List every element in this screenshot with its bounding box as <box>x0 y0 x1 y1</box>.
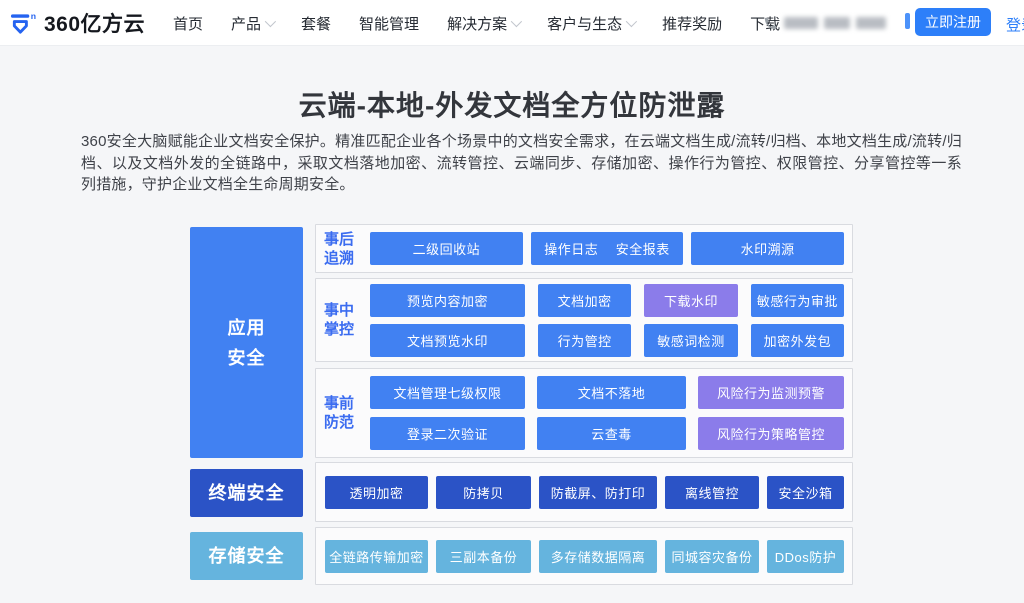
feature-box: 登录二次验证 <box>370 417 525 450</box>
section-in-process-control: 事中 掌控 预览内容加密 文档加密 下载水印 敏感行为审批 文档预览水印 行为管… <box>315 278 853 362</box>
feature-box-grid: 预览内容加密 文档加密 下载水印 敏感行为审批 文档预览水印 行为管控 敏感词检… <box>370 283 844 357</box>
feature-box-grid: 文档管理七级权限 文档不落地 风险行为监测预警 登录二次验证 云查毒 风险行为策… <box>370 376 844 450</box>
chevron-down-icon <box>625 15 638 28</box>
menu-item-products[interactable]: 产品 <box>231 13 277 34</box>
feature-box: 二级回收站 <box>370 232 523 265</box>
feature-box: 文档管理七级权限 <box>370 376 525 409</box>
chevron-down-icon <box>510 15 523 28</box>
decorative-blue-tick <box>905 13 910 29</box>
menu-label: 套餐 <box>301 15 332 33</box>
top-navbar: n 360亿方云 首页 产品 套餐 智能管理 解决方案 <box>0 0 1024 46</box>
section-label: 事中 掌控 <box>324 302 355 338</box>
svg-text:n: n <box>31 11 36 21</box>
blurred-phone-number-segment <box>856 17 886 29</box>
feature-box: 防截屏、防打印 <box>539 475 657 509</box>
feature-box: 敏感词检测 <box>644 323 738 357</box>
feature-box: 同城容灾备份 <box>665 539 759 573</box>
page-title: 云端-本地-外发文档全方位防泄露 <box>298 90 726 121</box>
category-label-storage-security: 存储安全 <box>190 532 303 580</box>
feature-box: 文档加密 <box>538 283 632 317</box>
feature-box: 操作日志 安全报表 <box>530 232 684 265</box>
blurred-phone-number-segment <box>824 17 850 29</box>
main-menu: 首页 产品 套餐 智能管理 解决方案 客户与生态 推荐奖励 <box>173 0 780 46</box>
feature-box: 三副本备份 <box>436 539 531 573</box>
feature-box: 全链路传输加密 <box>325 539 428 573</box>
section-terminal-security: 透明加密 防拷贝 防截屏、防打印 离线管控 安全沙箱 <box>315 462 853 522</box>
login-link[interactable]: 登录 <box>1006 17 1024 34</box>
feature-box: 加密外发包 <box>750 323 844 357</box>
menu-item-customers-ecosystem[interactable]: 客户与生态 <box>547 13 638 34</box>
phone-icon <box>763 16 778 31</box>
feature-box: 离线管控 <box>665 475 759 509</box>
logo[interactable]: n 360亿方云 <box>10 0 145 46</box>
section-post-event-tracing: 事后 追溯 二级回收站 操作日志 安全报表 水印溯源 <box>315 224 853 273</box>
feature-box-row: 二级回收站 操作日志 安全报表 水印溯源 <box>370 232 845 265</box>
feature-box: 下载水印 <box>644 283 738 317</box>
feature-box: 预览内容加密 <box>370 283 525 317</box>
menu-item-solutions[interactable]: 解决方案 <box>447 13 523 34</box>
feature-box: 透明加密 <box>325 475 428 509</box>
blurred-phone-number-segment <box>784 17 818 29</box>
logo-shield-icon: n <box>10 10 37 37</box>
section-pre-event-prevention: 事前 防范 文档管理七级权限 文档不落地 风险行为监测预警 登录二次验证 云查毒… <box>315 368 853 458</box>
menu-item-download[interactable]: 下载 <box>750 13 780 34</box>
logo-text: 360亿方云 <box>44 13 146 36</box>
contact-phone <box>763 0 886 46</box>
menu-item-smart-management[interactable]: 智能管理 <box>359 13 419 34</box>
category-label-terminal-security: 终端安全 <box>190 469 303 517</box>
feature-box: 防拷贝 <box>436 475 531 509</box>
feature-box: 风险行为监测预警 <box>698 376 844 409</box>
menu-item-plans[interactable]: 套餐 <box>301 13 331 34</box>
section-label: 事后 追溯 <box>324 230 355 267</box>
section-storage-security: 全链路传输加密 三副本备份 多存储数据隔离 同城容灾备份 DDos防护 <box>315 527 853 585</box>
feature-box: 云查毒 <box>537 417 686 450</box>
feature-box: 敏感行为审批 <box>750 283 844 317</box>
feature-box-row: 透明加密 防拷贝 防截屏、防打印 离线管控 安全沙箱 <box>325 475 844 509</box>
menu-label: 首页 <box>173 15 204 33</box>
menu-item-referral-rewards[interactable]: 推荐奖励 <box>662 13 722 34</box>
category-label-application-security: 应用 安全 <box>190 227 303 458</box>
menu-label: 智能管理 <box>359 15 420 33</box>
feature-box: 文档不落地 <box>537 376 686 409</box>
feature-box: 风险行为策略管控 <box>698 417 844 450</box>
feature-box: 行为管控 <box>538 323 632 357</box>
menu-label: 下载 <box>750 15 781 33</box>
section-label: 事前 防范 <box>324 395 355 431</box>
feature-box: DDos防护 <box>767 539 844 573</box>
feature-box: 安全沙箱 <box>767 475 844 509</box>
menu-label: 推荐奖励 <box>662 15 723 33</box>
chevron-down-icon <box>264 15 277 28</box>
menu-label: 产品 <box>231 15 262 33</box>
menu-item-home[interactable]: 首页 <box>173 13 203 34</box>
feature-box: 多存储数据隔离 <box>539 539 657 573</box>
feature-box: 水印溯源 <box>691 232 845 265</box>
register-button[interactable]: 立即注册 <box>915 8 991 36</box>
feature-box: 文档预览水印 <box>370 323 525 357</box>
feature-box-row: 全链路传输加密 三副本备份 多存储数据隔离 同城容灾备份 DDos防护 <box>325 539 844 573</box>
menu-label: 解决方案 <box>447 15 508 33</box>
menu-label: 客户与生态 <box>547 15 623 33</box>
page-description: 360安全大脑赋能企业文档安全保护。精准匹配企业各个场景中的文档安全需求，在云端… <box>81 133 962 193</box>
